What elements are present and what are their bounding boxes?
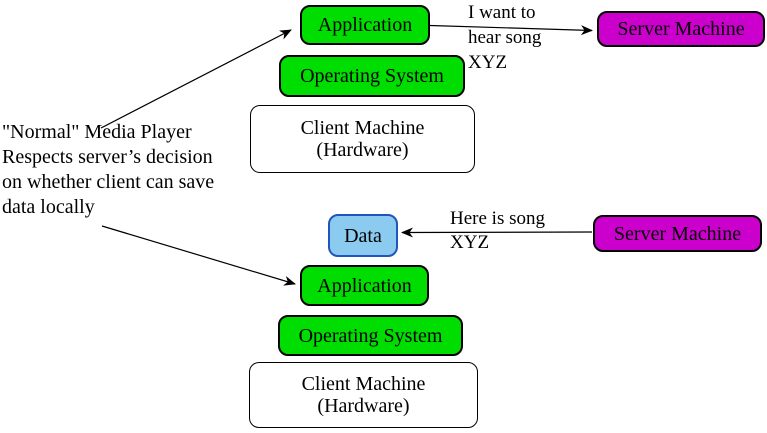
annotation-arrow-to-bottom-application (101, 225, 296, 286)
top-application-box: Application (300, 5, 430, 45)
data-box: Data (328, 214, 398, 257)
bottom-operating-system-box: Operating System (278, 315, 463, 356)
bottom-server-machine-box: Server Machine (593, 215, 762, 252)
top-client-machine-box: Client Machine (Hardware) (250, 105, 475, 173)
bottom-client-machine-box: Client Machine (Hardware) (249, 362, 478, 428)
top-operating-system-box: Operating System (279, 55, 465, 97)
bottom-application-box: Application (300, 265, 429, 306)
request-message-label: I want to hear song XYZ (468, 2, 542, 73)
response-message-label: Here is song XYZ (450, 208, 545, 253)
top-server-machine-box: Server Machine (597, 11, 765, 47)
media-player-annotation: "Normal" Media Player Respects server’s … (2, 121, 215, 218)
